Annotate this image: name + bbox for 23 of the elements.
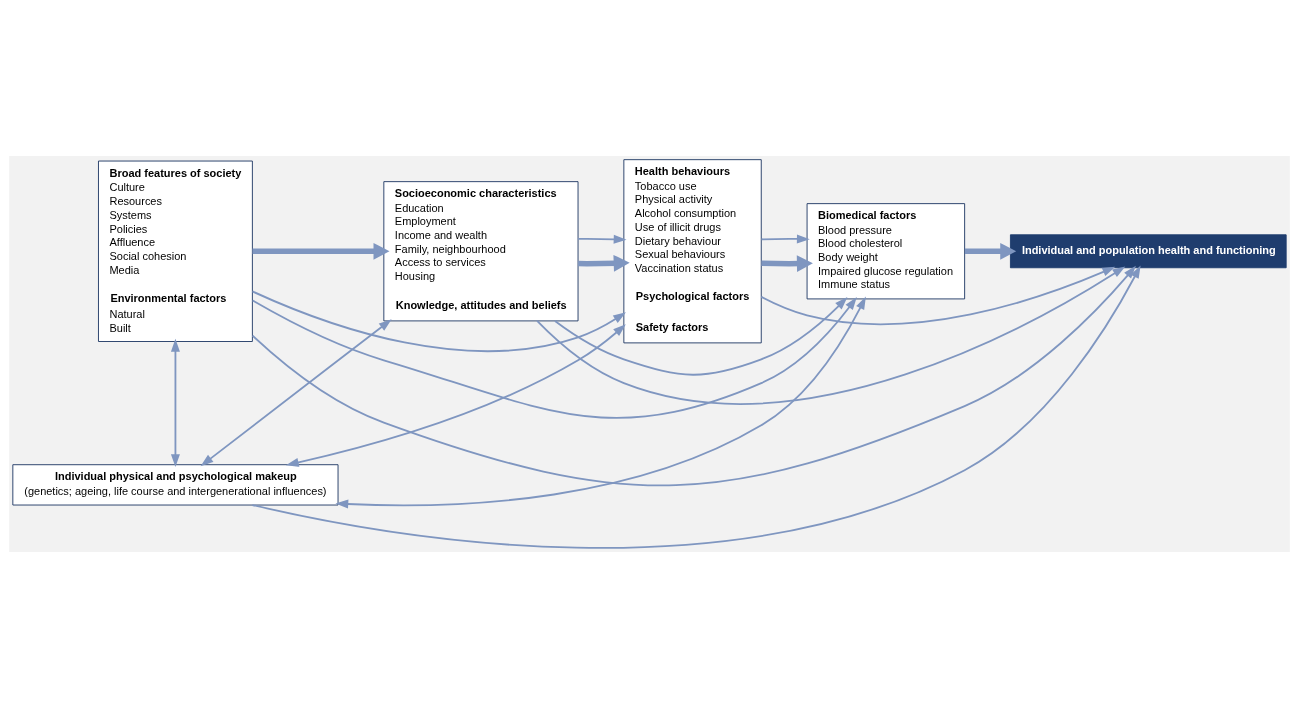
node-box: Broad features of society Culture Resources Systems Policies Affluence Social cohesion Media Environmental factors Natural Built (98, 160, 253, 342)
arrow (761, 254, 813, 272)
node-box: Biomedical factors Blood pressure Blood cholesterol Body weight Impaired glucose regulation Immune status (806, 202, 966, 299)
node-box: Health behaviours Tobacco use Physical activity Alcohol consumption Use of illicit drugs Dietary behaviour Sexual behaviours Vaccination status Psychological factors Safety factors (623, 158, 762, 343)
arrow (536, 265, 1126, 404)
arrow (964, 242, 1017, 260)
arrow (252, 242, 390, 260)
arrow (577, 234, 627, 244)
arrow (170, 338, 180, 467)
arrow (335, 296, 866, 509)
arrow (760, 266, 1116, 325)
arrow (578, 254, 630, 272)
node-box: Individual physical and psychological makeup (genetics; ageing, life course and intergenerational influences) (12, 463, 339, 505)
node-box: Individual and population health and functioning (1009, 233, 1287, 268)
arrow (760, 233, 810, 243)
arrow (251, 264, 1141, 549)
arrow (251, 290, 626, 352)
arrow (200, 318, 392, 466)
arrow (554, 296, 848, 376)
arrow (251, 265, 1136, 486)
node-box: Socioeconomic characteristics Education Employment Income and wealth Family, neighbourhood Access to services Housing Knowledge, attitudes and beliefs (383, 180, 579, 321)
arrow (285, 323, 626, 467)
arrow (251, 296, 857, 418)
